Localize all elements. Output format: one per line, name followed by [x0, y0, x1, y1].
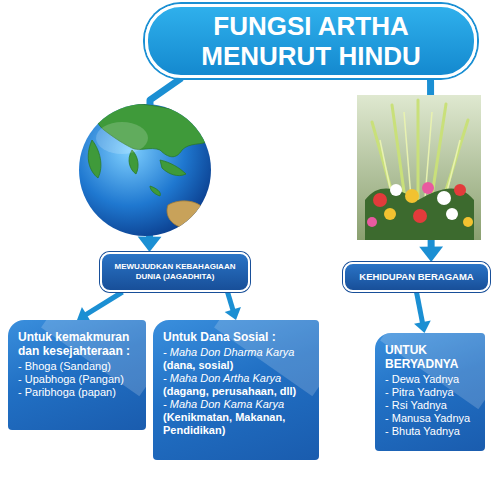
node-text: - Manusa Yadnya	[385, 412, 477, 425]
node-heading: FUNGSI ARTHA MENURUT HINDU	[164, 11, 458, 71]
title-banner: FUNGSI ARTHA MENURUT HINDU	[145, 4, 477, 78]
node-text: (dana, sosial)	[163, 359, 311, 372]
node-text: - Pitra Yadnya	[385, 386, 477, 399]
node-text: - Paribhoga (papan)	[18, 386, 138, 399]
globe-illustration	[79, 104, 212, 236]
node-text: - Upabhoga (Pangan)	[18, 373, 138, 386]
node-heading: UNTUK BERYADNYA	[385, 343, 477, 371]
node-text: (dagang, perusahaan, dll)	[163, 385, 311, 398]
node-text: - Bhuta Yadnya	[385, 425, 477, 438]
content-box: UNTUK BERYADNYA - Dewa Yadnya- Pitra Yadn…	[375, 333, 485, 451]
node-text: (Kenikmatan, Makanan, Pendidikan)	[163, 411, 311, 437]
node-heading: MEWUJUDKAN KEBAHAGIAAN DUNIA (JAGADHITA)	[110, 262, 240, 282]
node-heading: Untuk kemakmuran dan kesejahteraan :	[18, 330, 138, 358]
node-text: - Maha Don Dharma Karya	[163, 346, 311, 359]
flow-arrow	[414, 292, 431, 333]
node-text: - Bhoga (Sandang)	[18, 360, 138, 373]
content-box: Untuk Dana Sosial : - Maha Don Dharma Kar…	[153, 320, 319, 460]
ribbon-label: MEWUJUDKAN KEBAHAGIAAN DUNIA (JAGADHITA)	[100, 252, 250, 292]
ribbon-label: KEHIDUPAN BERAGAMA	[343, 262, 490, 292]
node-text: - Dewa Yadnya	[385, 373, 477, 386]
node-heading: KEHIDUPAN BERAGAMA	[359, 271, 473, 283]
flow-arrow	[77, 292, 123, 321]
node-heading: Untuk Dana Sosial :	[163, 330, 311, 344]
offering-photo	[357, 95, 481, 240]
node-text: - Maha Don Artha Karya	[163, 372, 311, 385]
flow-arrow	[225, 292, 241, 320]
node-text: - Rsi Yadnya	[385, 399, 477, 412]
node-text: - Maha Don Kama Karya	[163, 398, 311, 411]
content-box: Untuk kemakmuran dan kesejahteraan : - Bh…	[8, 320, 146, 430]
